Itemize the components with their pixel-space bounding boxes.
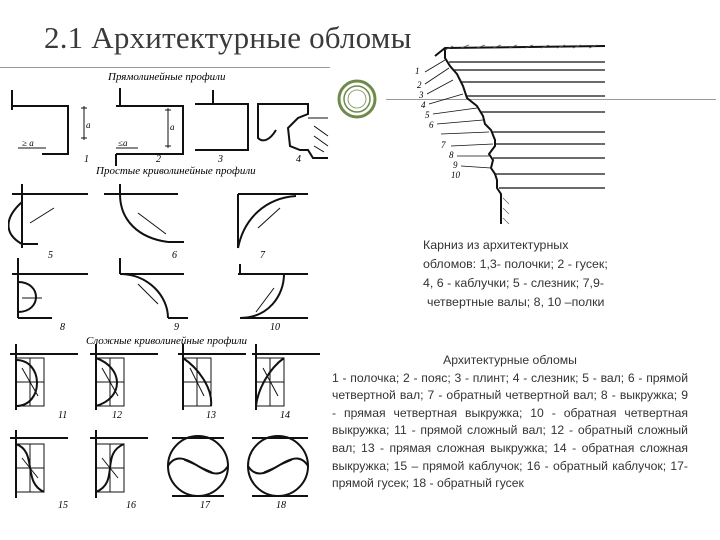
cornice-number: 10 (451, 170, 461, 180)
cornice-caption-line: четвертные валы; 8, 10 –полки (427, 295, 605, 309)
moldings-caption-heading: Архитектурные обломы (443, 353, 577, 367)
dim-label-le-a: ≤a (118, 138, 128, 148)
cornice-number: 4 (421, 100, 426, 110)
profiles-figure: Прямолинейные профили Простые криволиней… (8, 68, 333, 513)
profile-number: 9 (174, 322, 179, 333)
dim-label-ge-a: ≥ a (22, 138, 34, 148)
decor-rule (386, 99, 716, 100)
profile-number: 10 (270, 322, 280, 333)
slide-title: 2.1 Архитектурные обломы (44, 20, 412, 55)
moldings-caption-body: 1 - полочка; 2 - пояс; 3 - плинт; 4 - сл… (332, 370, 688, 491)
profile-number: 6 (172, 250, 177, 261)
dim-label-a: a (86, 120, 91, 130)
cornice-number: 2 (417, 80, 422, 90)
profile-number: 18 (276, 500, 286, 511)
profile-number: 12 (112, 410, 122, 421)
profile-number: 8 (60, 322, 65, 333)
ornament-ring-icon (337, 79, 377, 119)
profile-number: 4 (296, 154, 301, 165)
profile-number: 15 (58, 500, 68, 511)
profile-number: 5 (48, 250, 53, 261)
heading-complex-profiles: Сложные криволинейные профили (86, 335, 248, 347)
heading-simple-profiles: Простые криволинейные профили (95, 165, 256, 177)
cornice-number: 7 (441, 140, 446, 150)
profile-number: 16 (126, 500, 136, 511)
title-rule (0, 67, 330, 68)
cornice-number: 5 (425, 110, 430, 120)
moldings-caption: Архитектурные обломы 1 - полочка; 2 - по… (332, 352, 688, 493)
profile-number: 14 (280, 410, 290, 421)
cornice-number: 8 (449, 150, 454, 160)
profile-number: 3 (217, 154, 223, 165)
profile-number: 11 (58, 410, 67, 421)
profile-number: 13 (206, 410, 216, 421)
heading-rect-profiles: Прямолинейные профили (107, 71, 226, 83)
profile-number: 2 (156, 154, 161, 165)
cornice-caption-line: 4, 6 - каблучки; 5 - слезник; 7,9- (423, 276, 604, 290)
cornice-caption: Карниз из архитектурных обломов: 1,3- по… (423, 236, 648, 312)
cornice-caption-line: Карниз из архитектурных (423, 238, 569, 252)
cornice-number: 6 (429, 120, 434, 130)
cornice-number: 3 (418, 90, 424, 100)
cornice-caption-line: обломов: 1,3- полочки; 2 - гусек; (423, 257, 608, 271)
profile-number: 17 (200, 500, 211, 511)
dim-label-a-2: a (170, 122, 175, 132)
cornice-number: 1 (415, 66, 420, 76)
profile-number: 1 (84, 154, 89, 165)
profile-number: 7 (260, 250, 266, 261)
cornice-number: 9 (453, 160, 458, 170)
cornice-figure: 1 2 3 4 5 6 7 8 9 10 (415, 44, 605, 225)
